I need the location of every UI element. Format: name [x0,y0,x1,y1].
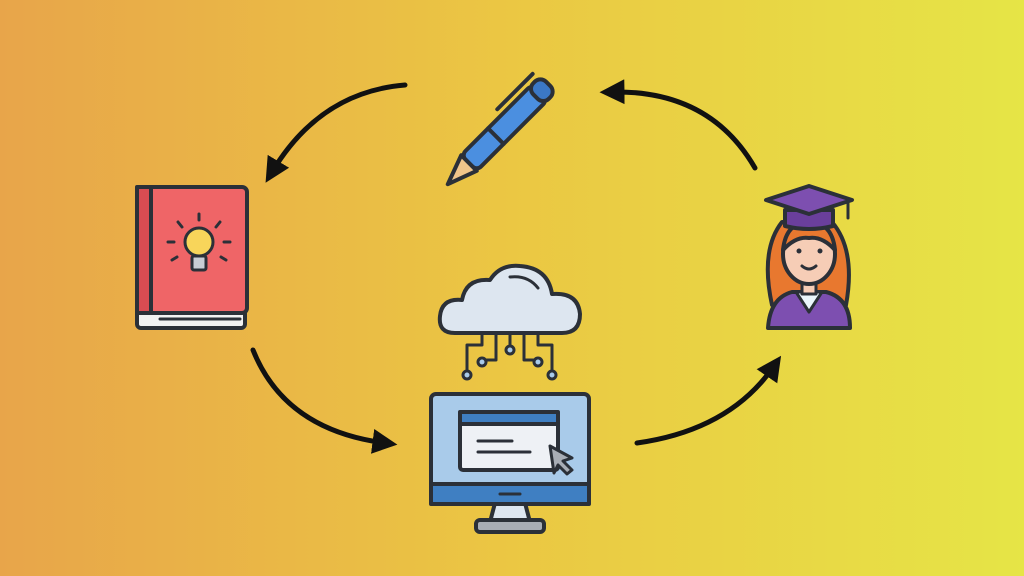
monitor-icon [429,392,591,534]
cloud-network-icon [437,263,582,381]
arrow-monitor-to-graduate [634,355,782,446]
pen-icon [445,71,555,187]
graduate-icon [764,184,854,330]
arrow-book-to-monitor [250,347,398,454]
book-lightbulb-icon [135,185,249,330]
arrow-pen-to-book [265,82,408,183]
arrow-graduate-to-pen [599,79,758,171]
